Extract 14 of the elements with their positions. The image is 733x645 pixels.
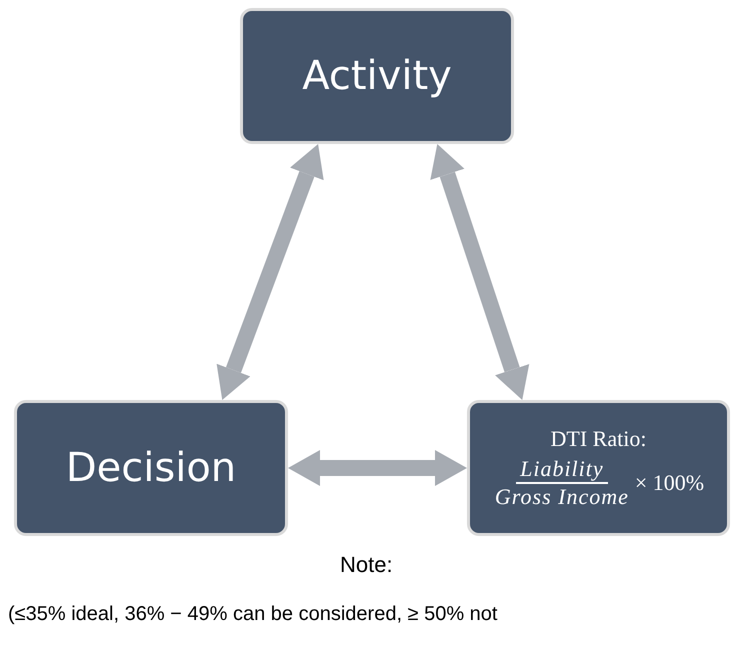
box-text: DTI Ratio: bbox=[550, 426, 646, 452]
box-text: Gross Income bbox=[494, 484, 630, 510]
box-text: Liability bbox=[516, 456, 608, 484]
box-text: × 100% bbox=[634, 470, 704, 496]
process-box bbox=[240, 8, 514, 144]
note-text: (≤35% ideal, 36% − 49% can be considered, ≥ 50% not bbox=[8, 603, 498, 626]
double-arrow bbox=[216, 144, 324, 400]
double-arrow bbox=[430, 144, 530, 400]
process-box bbox=[14, 400, 288, 536]
box-text: Decision bbox=[66, 445, 236, 491]
note-text: Note: bbox=[340, 552, 393, 578]
double-arrow bbox=[288, 450, 467, 486]
process-box bbox=[467, 400, 730, 536]
box-text: Activity bbox=[302, 53, 452, 99]
